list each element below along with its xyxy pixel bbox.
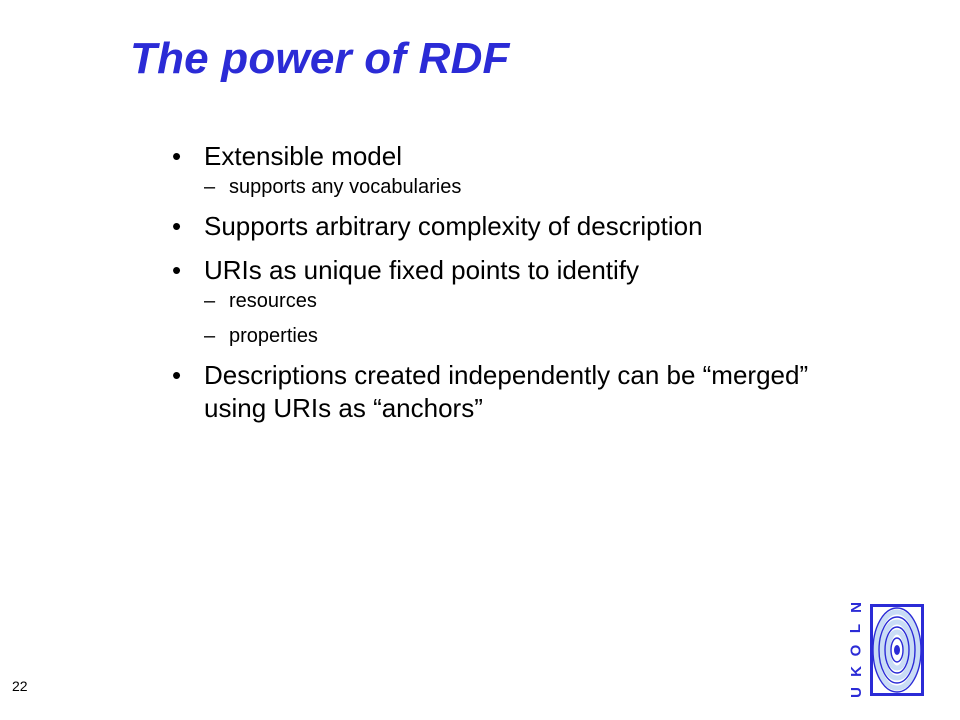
ukoln-logo: U K O L N: [846, 600, 926, 700]
bullet-text: Descriptions created independently can b…: [204, 360, 809, 423]
bullet-list: Extensible model supports any vocabulari…: [172, 140, 872, 436]
bullet-item: URIs as unique fixed points to identify …: [172, 254, 872, 348]
logo-letter: K: [847, 665, 865, 677]
page-number: 22: [12, 678, 28, 694]
bullet-item: Descriptions created independently can b…: [172, 359, 872, 425]
ukoln-logo-icon: [870, 604, 924, 696]
sub-bullet-list: supports any vocabularies: [204, 175, 872, 199]
sub-bullet-item: properties: [204, 324, 872, 348]
logo-letter: U: [847, 687, 865, 698]
logo-letter: N: [847, 602, 865, 613]
sub-bullet-item: supports any vocabularies: [204, 175, 872, 199]
sub-bullet-item: resources: [204, 289, 872, 313]
logo-letter: L: [847, 624, 865, 634]
logo-wordmark: U K O L N: [846, 600, 866, 700]
slide-title: The power of RDF: [130, 34, 510, 83]
logo-letter: O: [847, 644, 865, 656]
sub-bullet-list: resources properties: [204, 289, 872, 348]
bullet-text: Extensible model: [204, 141, 402, 171]
bullet-item: Extensible model supports any vocabulari…: [172, 140, 872, 199]
bullet-text: Supports arbitrary complexity of descrip…: [204, 211, 703, 241]
bullet-item: Supports arbitrary complexity of descrip…: [172, 210, 872, 243]
bullet-text: URIs as unique fixed points to identify: [204, 255, 640, 285]
